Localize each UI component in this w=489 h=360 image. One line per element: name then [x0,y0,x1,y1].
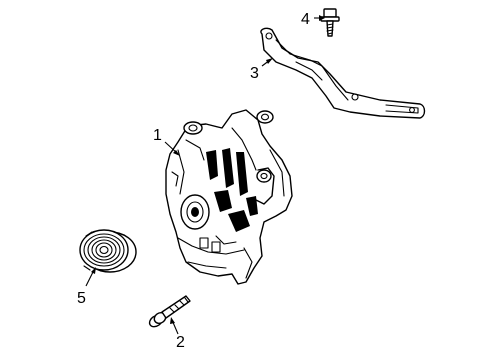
callout-1: 1 [153,127,162,144]
pulley-part-5 [79,229,137,273]
callout-5: 5 [77,290,86,307]
callout-4: 4 [301,11,310,28]
bracket-part-3 [260,27,426,119]
alternator-part-1 [165,109,293,285]
bolt-part-2 [148,295,191,328]
leader-lines [85,15,325,335]
callout-3: 3 [250,65,259,82]
callout-2: 2 [176,334,185,351]
bolt-part-4 [320,8,340,37]
